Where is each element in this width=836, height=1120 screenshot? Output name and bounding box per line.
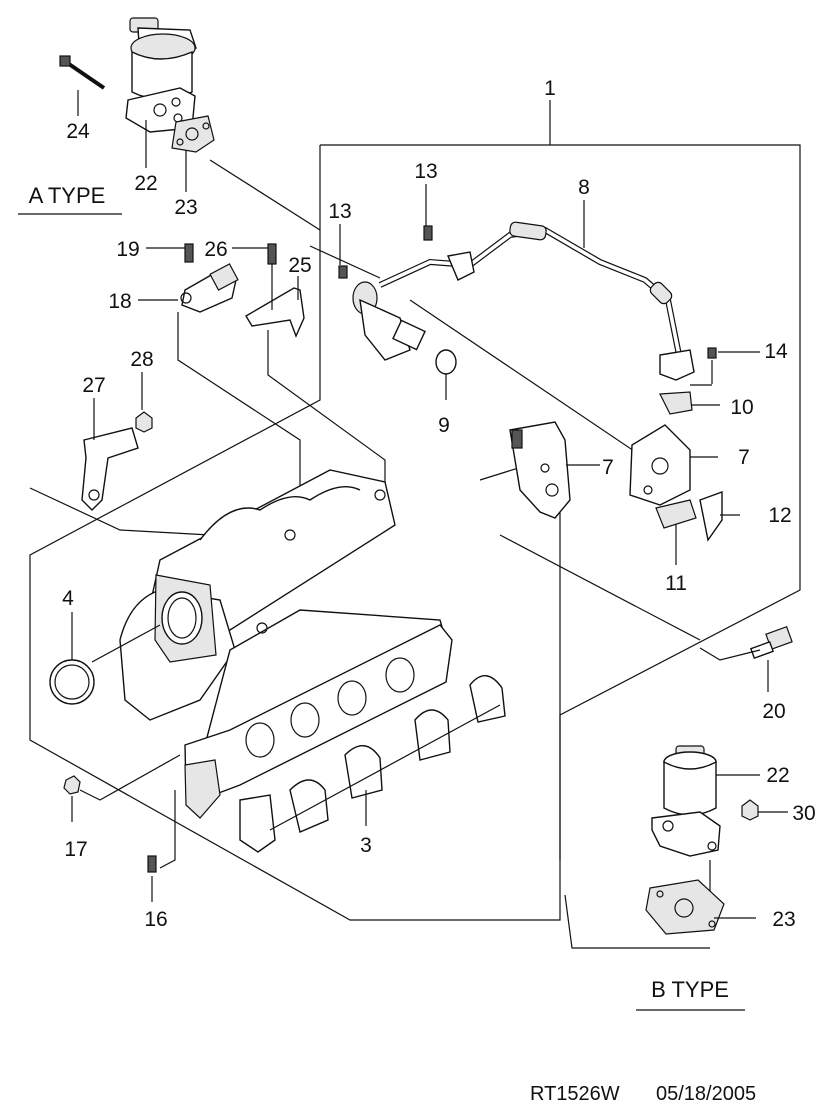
drawing-date: 05/18/2005 bbox=[656, 1083, 756, 1105]
bolt-24 bbox=[59, 55, 106, 90]
gasket-23-b bbox=[645, 879, 725, 935]
callout-1: 1 bbox=[544, 77, 556, 100]
callout-13-left: 13 bbox=[328, 200, 351, 223]
callout-28: 28 bbox=[130, 348, 153, 371]
callout-13-top: 13 bbox=[414, 160, 437, 183]
callout-25: 25 bbox=[288, 254, 311, 277]
egr-valve-a-type bbox=[125, 17, 197, 133]
gasket-3 bbox=[239, 675, 506, 853]
egr-pipe-8 bbox=[378, 221, 695, 381]
gasket-4 bbox=[49, 659, 95, 705]
egr-connector bbox=[352, 281, 426, 361]
callout-20: 20 bbox=[762, 700, 785, 723]
bolt-19 bbox=[184, 243, 194, 263]
callout-23-a: 23 bbox=[174, 196, 197, 219]
nut-28 bbox=[135, 411, 153, 433]
callout-22-b: 22 bbox=[766, 764, 789, 787]
callout-11: 11 bbox=[665, 572, 687, 595]
bracket-25 bbox=[245, 264, 305, 338]
callout-4: 4 bbox=[62, 587, 74, 610]
callout-7-left: 7 bbox=[602, 456, 614, 479]
gasket-10 bbox=[659, 391, 693, 415]
callout-22-a: 22 bbox=[134, 172, 157, 195]
assembly-frame-1 bbox=[29, 100, 801, 921]
callout-27: 27 bbox=[82, 374, 105, 397]
gasket-11 bbox=[655, 499, 697, 529]
callout-26: 26 bbox=[204, 238, 227, 261]
bolt-13-top bbox=[423, 225, 433, 241]
callout-14: 14 bbox=[764, 340, 788, 363]
drawing-code: RT1526W bbox=[530, 1083, 620, 1105]
callout-17: 17 bbox=[64, 838, 87, 861]
egr-valve-b-type bbox=[651, 745, 721, 857]
b-type-frame bbox=[564, 894, 710, 949]
callout-23-b: 23 bbox=[772, 908, 795, 931]
bolt-16 bbox=[147, 855, 157, 873]
callout-30: 30 bbox=[792, 802, 815, 825]
callout-3: 3 bbox=[360, 834, 372, 857]
bolt-14 bbox=[707, 347, 717, 359]
bolt-26 bbox=[267, 243, 277, 265]
intake-manifold bbox=[119, 469, 453, 819]
nut-17 bbox=[63, 775, 81, 795]
callout-9: 9 bbox=[438, 414, 450, 437]
callout-24: 24 bbox=[66, 120, 90, 143]
callout-8: 8 bbox=[578, 176, 590, 199]
callout-12: 12 bbox=[768, 504, 791, 527]
gasket-23-a bbox=[171, 115, 215, 153]
bracket-7-left bbox=[509, 421, 571, 519]
callout-19: 19 bbox=[116, 238, 139, 261]
a-type-label: A TYPE bbox=[29, 183, 106, 208]
callout-18: 18 bbox=[108, 290, 131, 313]
sensor-20 bbox=[749, 625, 793, 660]
bracket-27 bbox=[81, 427, 139, 511]
b-type-label: B TYPE bbox=[651, 977, 729, 1002]
sensor-18 bbox=[180, 263, 239, 313]
callout-10: 10 bbox=[730, 396, 753, 419]
callout-7-right: 7 bbox=[738, 446, 750, 469]
nut-30 bbox=[741, 799, 759, 821]
bolt-13-left bbox=[338, 265, 348, 279]
bracket-7-right bbox=[629, 424, 691, 506]
o-ring-9 bbox=[435, 349, 457, 375]
callout-16: 16 bbox=[144, 908, 167, 931]
plate-12 bbox=[699, 491, 723, 542]
